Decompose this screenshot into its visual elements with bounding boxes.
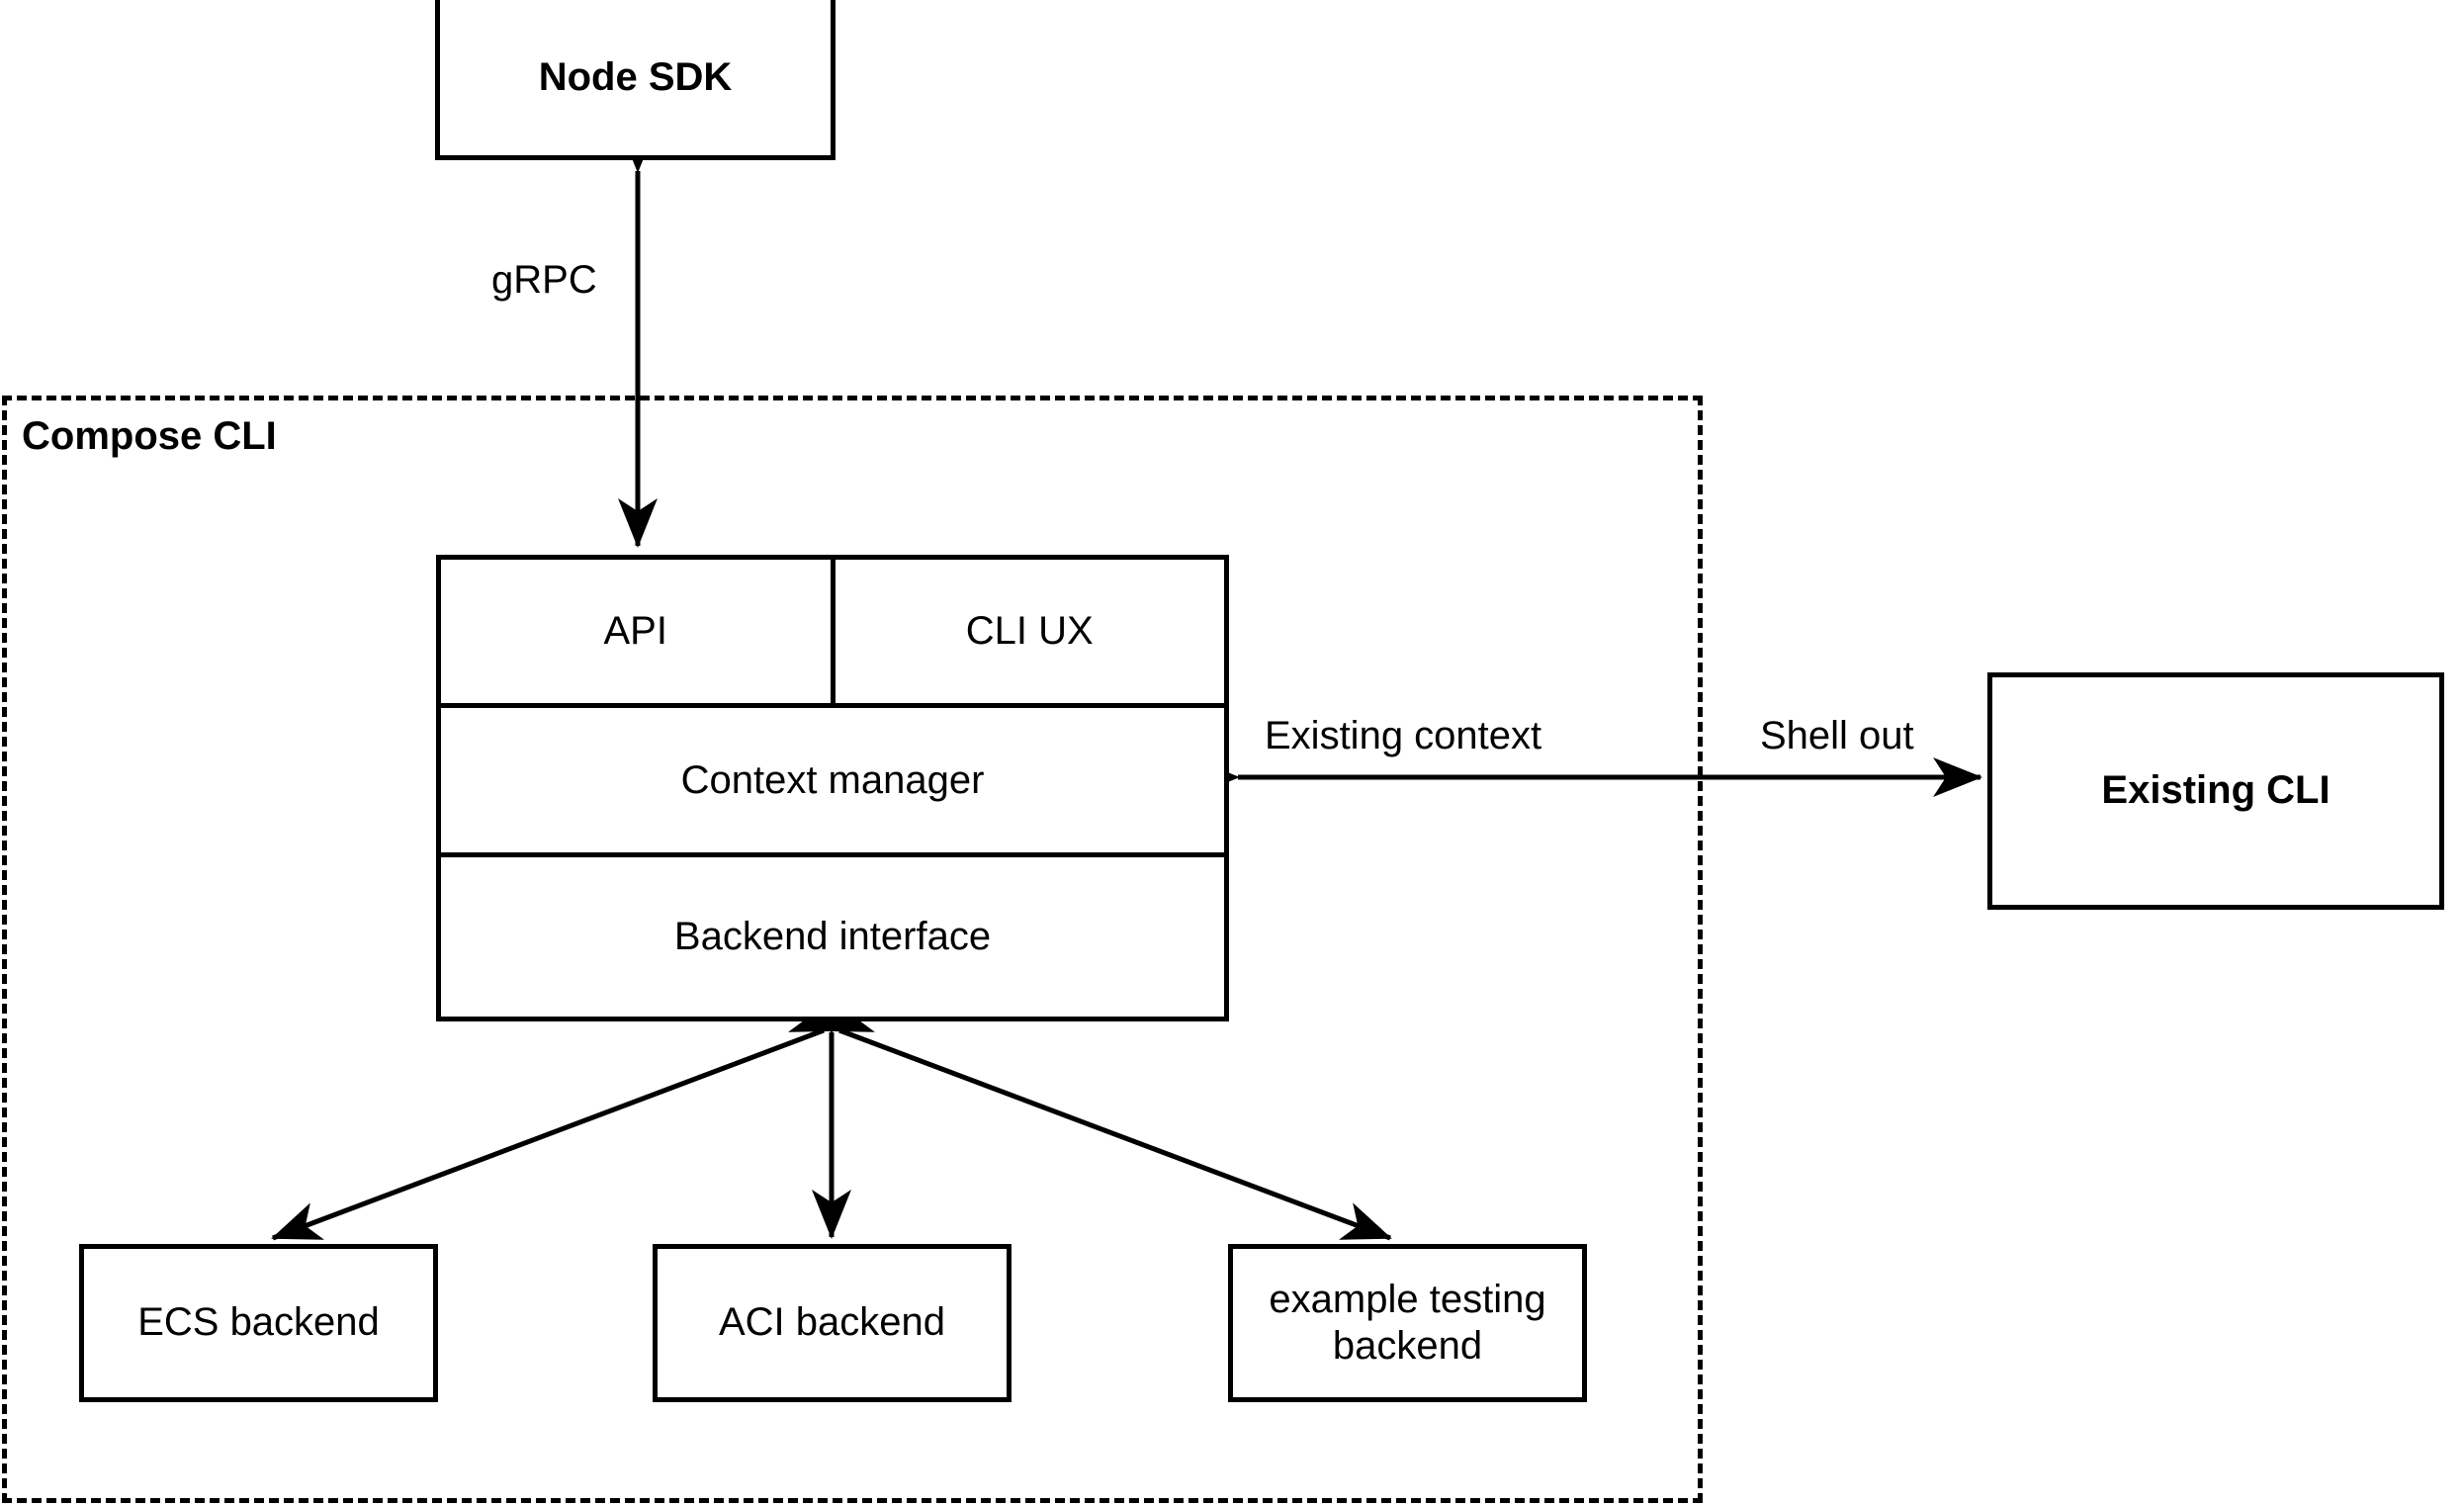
example-testing-backend-label-line1: example testing bbox=[1269, 1277, 1546, 1321]
api-cell[interactable]: API bbox=[441, 560, 831, 703]
compose-cli-group-label: Compose CLI bbox=[22, 414, 277, 458]
grpc-edge-label: gRPC bbox=[491, 258, 597, 302]
existing-cli-box[interactable]: Existing CLI bbox=[1987, 672, 2444, 910]
example-testing-backend-label-line2: backend bbox=[1332, 1324, 1483, 1368]
example-testing-backend-box[interactable]: example testing backend bbox=[1228, 1244, 1587, 1402]
backend-interface-label: Backend interface bbox=[673, 915, 992, 958]
backend-interface-row[interactable]: Backend interface bbox=[441, 857, 1224, 1017]
existing-cli-label: Existing CLI bbox=[2101, 768, 2331, 813]
ecs-backend-box[interactable]: ECS backend bbox=[79, 1244, 438, 1402]
cli-ux-label: CLI UX bbox=[965, 609, 1094, 653]
existing-context-edge-label: Existing context bbox=[1265, 714, 1542, 757]
stack-row-api-cliux: API CLI UX bbox=[441, 560, 1224, 708]
compose-cli-stack: API CLI UX Context manager Backend inter… bbox=[436, 555, 1229, 1021]
api-label: API bbox=[603, 609, 667, 653]
node-sdk-label: Node SDK bbox=[538, 54, 733, 99]
aci-backend-label: ACI backend bbox=[718, 1300, 946, 1345]
ecs-backend-label: ECS backend bbox=[137, 1300, 380, 1345]
cli-ux-cell[interactable]: CLI UX bbox=[830, 560, 1225, 703]
context-manager-label: Context manager bbox=[680, 757, 985, 802]
aci-backend-box[interactable]: ACI backend bbox=[653, 1244, 1012, 1402]
compose-cli-group-boundary bbox=[2, 396, 1703, 1503]
shell-out-edge-label: Shell out bbox=[1760, 714, 1914, 757]
node-sdk-box[interactable]: Node SDK bbox=[435, 0, 836, 160]
context-manager-row[interactable]: Context manager bbox=[441, 708, 1224, 857]
